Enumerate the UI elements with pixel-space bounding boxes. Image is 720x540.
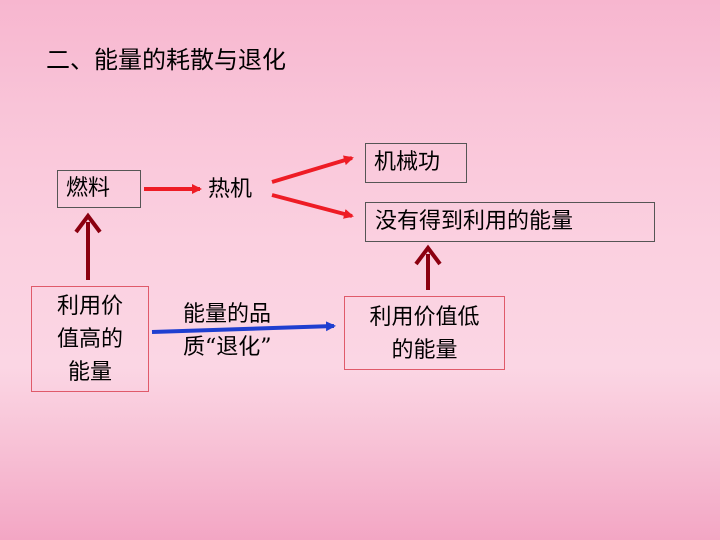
arrow-low-value-to-unused [414,244,442,290]
mechanical-work-label: 机械功 [374,150,441,175]
quality-label-line-1: 能量的品 [183,302,272,327]
arrow-engine-to-work [271,155,354,184]
quality-degradation-label: 能量的品 质“退化” [183,298,272,364]
mechanical-work-box: 机械功 [365,143,467,183]
slide-title: 二、能量的耗散与退化 [46,46,286,74]
high-value-energy-box: 利用价 值高的 能量 [31,286,149,392]
arrow-high-value-to-fuel [74,212,102,280]
arrow-high-to-low-value [151,321,336,334]
arrow-engine-to-unused [271,193,354,219]
quality-label-line-2: 质“退化” [183,335,272,360]
high-value-line-3: 能量 [67,360,112,385]
fuel-label: 燃料 [66,176,111,201]
high-value-line-2: 值高的 [56,327,123,352]
unused-energy-label: 没有得到利用的能量 [375,209,574,234]
low-value-line-2: 的能量 [391,338,458,363]
fuel-box: 燃料 [57,170,141,208]
high-value-line-1: 利用价 [56,294,123,319]
low-value-line-1: 利用价值低 [369,305,480,330]
unused-energy-box: 没有得到利用的能量 [365,202,655,242]
heat-engine-label: 热机 [208,177,253,202]
low-value-energy-box: 利用价值低 的能量 [344,296,505,370]
